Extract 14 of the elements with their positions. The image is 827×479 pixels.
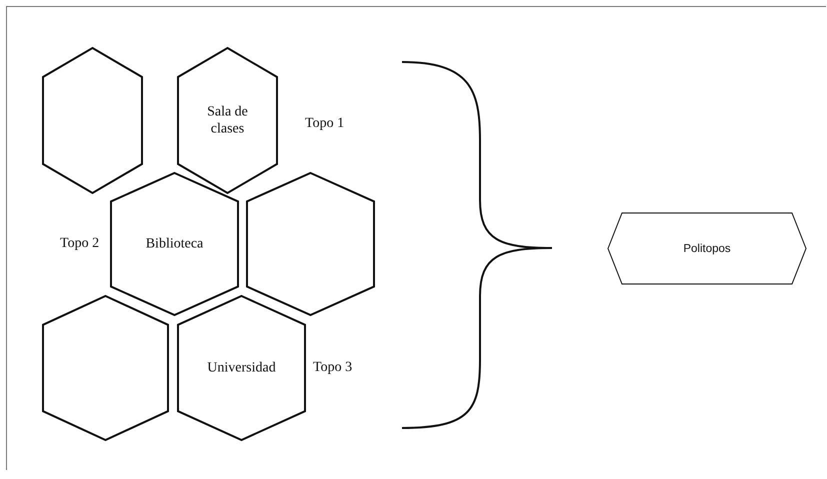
shape-label: Biblioteca: [144, 235, 204, 253]
shape-label: Politopos: [683, 241, 731, 256]
hexagon-shape: [43, 296, 168, 440]
topo-label: Topo 1: [305, 116, 344, 132]
topo-label: Topo 2: [60, 236, 100, 252]
hexagon-shape: [247, 173, 374, 315]
hexagon-shape: [178, 296, 305, 440]
hexagon-shape: [43, 48, 142, 193]
shape-label: Universidad: [206, 359, 277, 377]
elongated-hexagon: [608, 213, 806, 284]
shape-label: Sala de clases: [206, 103, 249, 138]
topo-label: Topo 3: [313, 360, 352, 376]
hexagon-shape: [111, 173, 238, 315]
hexagon-shape: [178, 48, 277, 193]
